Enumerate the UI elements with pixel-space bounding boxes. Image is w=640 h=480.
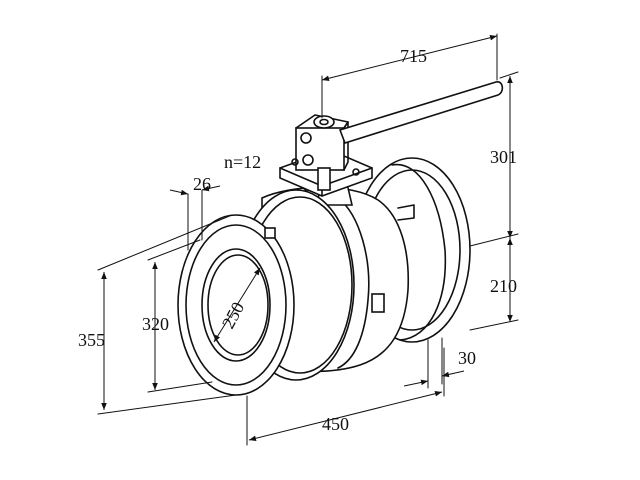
label-320: 320 [142, 314, 169, 334]
label-301: 301 [490, 147, 517, 167]
label-715: 715 [400, 46, 427, 66]
label-450: 450 [322, 414, 349, 434]
label-30: 30 [458, 348, 476, 368]
dim-320: 320 [142, 239, 213, 393]
dim-30: 30 [403, 337, 476, 389]
label-26: 26 [193, 174, 211, 194]
dim-301: 301 [469, 71, 519, 247]
label-355: 355 [78, 330, 105, 350]
dim-210: 210 [469, 238, 519, 331]
dim-355: 355 [78, 214, 237, 415]
label-bolt-count: n=12 [224, 152, 261, 172]
handle-lever [338, 81, 504, 144]
dim-26: 26 [169, 174, 221, 251]
dim-450: 450 [246, 347, 445, 446]
actuator [279, 114, 373, 197]
label-210: 210 [490, 276, 517, 296]
dim-715: 715 [321, 33, 498, 119]
